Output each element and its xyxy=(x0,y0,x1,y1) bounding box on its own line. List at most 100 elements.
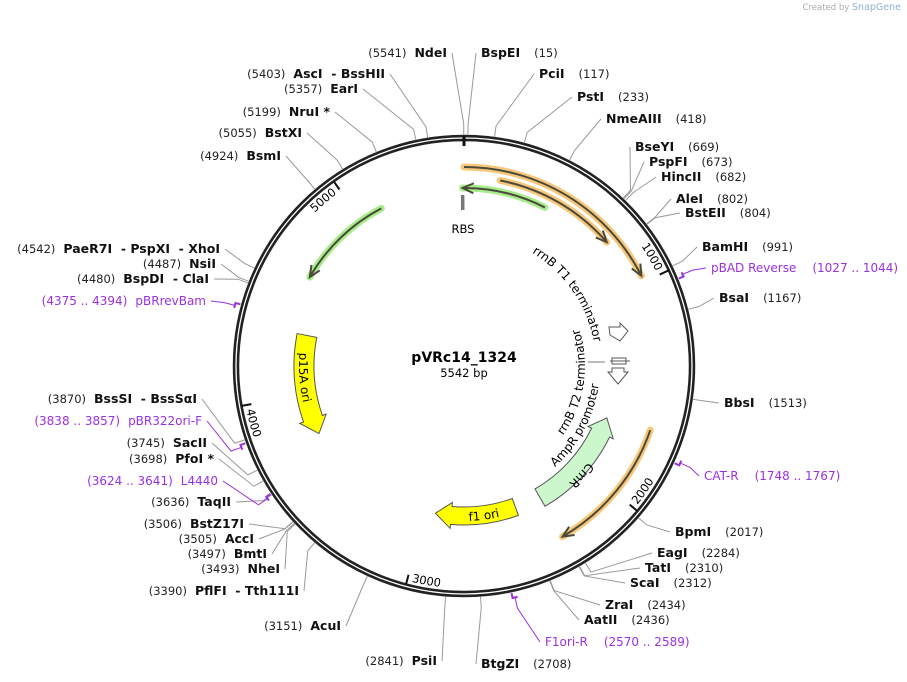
primer-range: (1027 .. 1044) xyxy=(812,261,898,275)
enzyme-label[interactable]: TatI(2310) xyxy=(645,560,723,575)
primer-bracket-tick xyxy=(678,275,685,280)
enzyme-site: (3497)BmtI xyxy=(188,522,295,561)
enzyme-label[interactable]: (3151)AcuI xyxy=(264,618,341,633)
enzyme-leader-line xyxy=(584,552,653,573)
enzyme-label[interactable]: BspEI(15) xyxy=(481,45,558,60)
enzyme-name: BpmI xyxy=(675,524,711,539)
enzyme-leader-line xyxy=(475,596,482,665)
enzyme-label[interactable]: BamHI(991) xyxy=(702,239,793,254)
enzyme-leader-line xyxy=(637,517,671,533)
enzyme-label[interactable]: BstEII(804) xyxy=(685,205,771,220)
enzyme-label[interactable]: EagI(2284) xyxy=(657,545,740,560)
enzyme-name: BssSI - BssSαI xyxy=(94,391,197,406)
enzyme-name: BmtI xyxy=(234,546,267,561)
enzyme-leader-line xyxy=(623,161,645,200)
enzyme-label[interactable]: BtgZI(2708) xyxy=(481,656,571,671)
primer-label[interactable]: (3624 .. 3641)L4440 xyxy=(87,474,218,488)
enzyme-site: (3636)TaqII xyxy=(151,494,273,509)
enzyme-label[interactable]: BbsI(1513) xyxy=(724,395,807,410)
enzyme-label[interactable]: (3505)AccI xyxy=(179,531,254,546)
enzyme-label[interactable]: (3745)SacII xyxy=(127,435,207,450)
enzyme-site: EagI(2284) xyxy=(584,545,740,573)
enzyme-name: PsiI xyxy=(412,653,437,668)
enzyme-label[interactable]: (5199)NruI * xyxy=(243,104,331,119)
enzyme-sites: (5541)NdeI BspEI(15) PciI(117) PstI(233) Nme… xyxy=(17,45,807,671)
primer-label[interactable]: CAT-R(1748 .. 1767) xyxy=(704,469,840,483)
enzyme-label[interactable]: BsaI(1167) xyxy=(719,290,801,305)
scale-tick xyxy=(659,269,670,276)
enzyme-label[interactable]: AatII(2436) xyxy=(584,612,670,627)
enzyme-label[interactable]: HincII(682) xyxy=(661,169,746,184)
enzyme-label[interactable]: (3870)BssSI - BssSαI xyxy=(48,391,197,406)
primer-range: (3838 .. 3857) xyxy=(34,414,120,428)
promoter-icon xyxy=(606,367,630,385)
enzyme-name: AleI xyxy=(676,191,703,206)
plasmid-name: pVRc14_1324 xyxy=(411,350,517,366)
enzyme-label[interactable]: PciI(117) xyxy=(539,66,609,81)
enzyme-position: (233) xyxy=(618,90,649,104)
enzyme-leader-line xyxy=(284,523,296,570)
enzyme-label[interactable]: AleI(802) xyxy=(676,191,748,206)
primer-leader-line xyxy=(222,480,268,506)
enzyme-position: (5403) xyxy=(247,67,285,81)
feature-label: rrnB T1 terminator xyxy=(530,243,604,342)
primer-site: (4375 .. 4394)pBRrevBam xyxy=(42,294,241,309)
enzyme-leader-line xyxy=(467,52,477,136)
enzyme-leader-line xyxy=(248,520,294,530)
enzyme-label[interactable]: (5357)EarI xyxy=(284,81,358,96)
primer-name: pBRrevBam xyxy=(135,294,206,308)
enzyme-label[interactable]: (3636)TaqII xyxy=(151,494,231,509)
enzyme-site: ScaI(2312) xyxy=(578,566,712,590)
enzyme-name: PspFI xyxy=(649,154,688,169)
enzyme-label[interactable]: (4480)BspDI - ClaI xyxy=(77,271,209,286)
enzyme-leader-line xyxy=(218,458,264,487)
enzyme-label[interactable]: (2841)PsiI xyxy=(365,653,437,668)
enzyme-name: BseYI xyxy=(635,139,674,154)
enzyme-position: (4487) xyxy=(143,257,181,271)
enzyme-label[interactable]: (5055)BstXI xyxy=(219,125,302,140)
enzyme-label[interactable]: PspFI(673) xyxy=(649,154,732,169)
enzyme-leader-line xyxy=(334,111,377,153)
enzyme-position: (3698) xyxy=(129,452,167,466)
enzyme-position: (3505) xyxy=(179,532,217,546)
enzyme-name: BamHI xyxy=(702,239,748,254)
enzyme-site: BpmI(2017) xyxy=(637,517,763,539)
enzyme-name: BspDI - ClaI xyxy=(123,271,209,286)
enzyme-leader-line xyxy=(692,398,720,404)
enzyme-label[interactable]: (3698)PfoI * xyxy=(129,451,214,466)
enzyme-label[interactable]: ZraI(2434) xyxy=(605,597,686,612)
feature-line xyxy=(462,187,546,209)
enzyme-label[interactable]: (5541)NdeI xyxy=(368,45,447,60)
enzyme-label[interactable]: BseYI(669) xyxy=(635,139,719,154)
primer-bracket-tick xyxy=(239,442,246,447)
enzyme-label[interactable]: (3390)PflFI - Tth111I xyxy=(149,583,299,598)
enzyme-site: PspFI(673) xyxy=(623,154,732,200)
enzyme-label[interactable]: ScaI(2312) xyxy=(630,575,712,590)
enzyme-position: (3151) xyxy=(264,619,302,633)
enzyme-label[interactable]: (3506)BstZ17I xyxy=(144,516,244,531)
enzyme-label[interactable]: (4924)BsmI xyxy=(200,148,281,163)
primer-site: pBAD Reverse(1027 .. 1044) xyxy=(678,261,898,280)
primer-name: CAT-R xyxy=(704,469,739,483)
enzyme-label[interactable]: PstI(233) xyxy=(577,89,649,104)
primer-label[interactable]: (3838 .. 3857)pBR322ori-F xyxy=(34,414,202,428)
primer-label[interactable]: pBAD Reverse(1027 .. 1044) xyxy=(711,261,898,275)
enzyme-site: AleI(802) xyxy=(645,191,748,225)
enzyme-site: BsaI(1167) xyxy=(687,290,801,310)
primer-label[interactable]: (4375 .. 4394)pBRrevBam xyxy=(42,294,206,308)
f1-ori-feature-arrow xyxy=(434,497,520,530)
enzyme-label[interactable]: NmeAIII(418) xyxy=(606,111,707,126)
feature-line xyxy=(500,179,608,243)
feature-line xyxy=(562,429,652,538)
enzyme-label[interactable]: (4542)PaeR7I - PspXI - XhoI xyxy=(17,241,220,256)
enzyme-label[interactable]: (3497)BmtI xyxy=(188,546,267,561)
primer-label[interactable]: F1ori-R(2570 .. 2589) xyxy=(545,635,690,649)
enzyme-label[interactable]: (5403)AscI - BssHII xyxy=(247,66,385,81)
enzyme-site: (5357)EarI xyxy=(284,81,417,141)
enzyme-label[interactable]: (3493)NheI xyxy=(201,561,280,576)
enzyme-label[interactable]: (4487)NsiI xyxy=(143,256,216,271)
orange-feature-arrow xyxy=(559,426,654,541)
feature-line xyxy=(463,166,643,277)
enzyme-position: (2284) xyxy=(702,546,740,560)
enzyme-label[interactable]: BpmI(2017) xyxy=(675,524,763,539)
